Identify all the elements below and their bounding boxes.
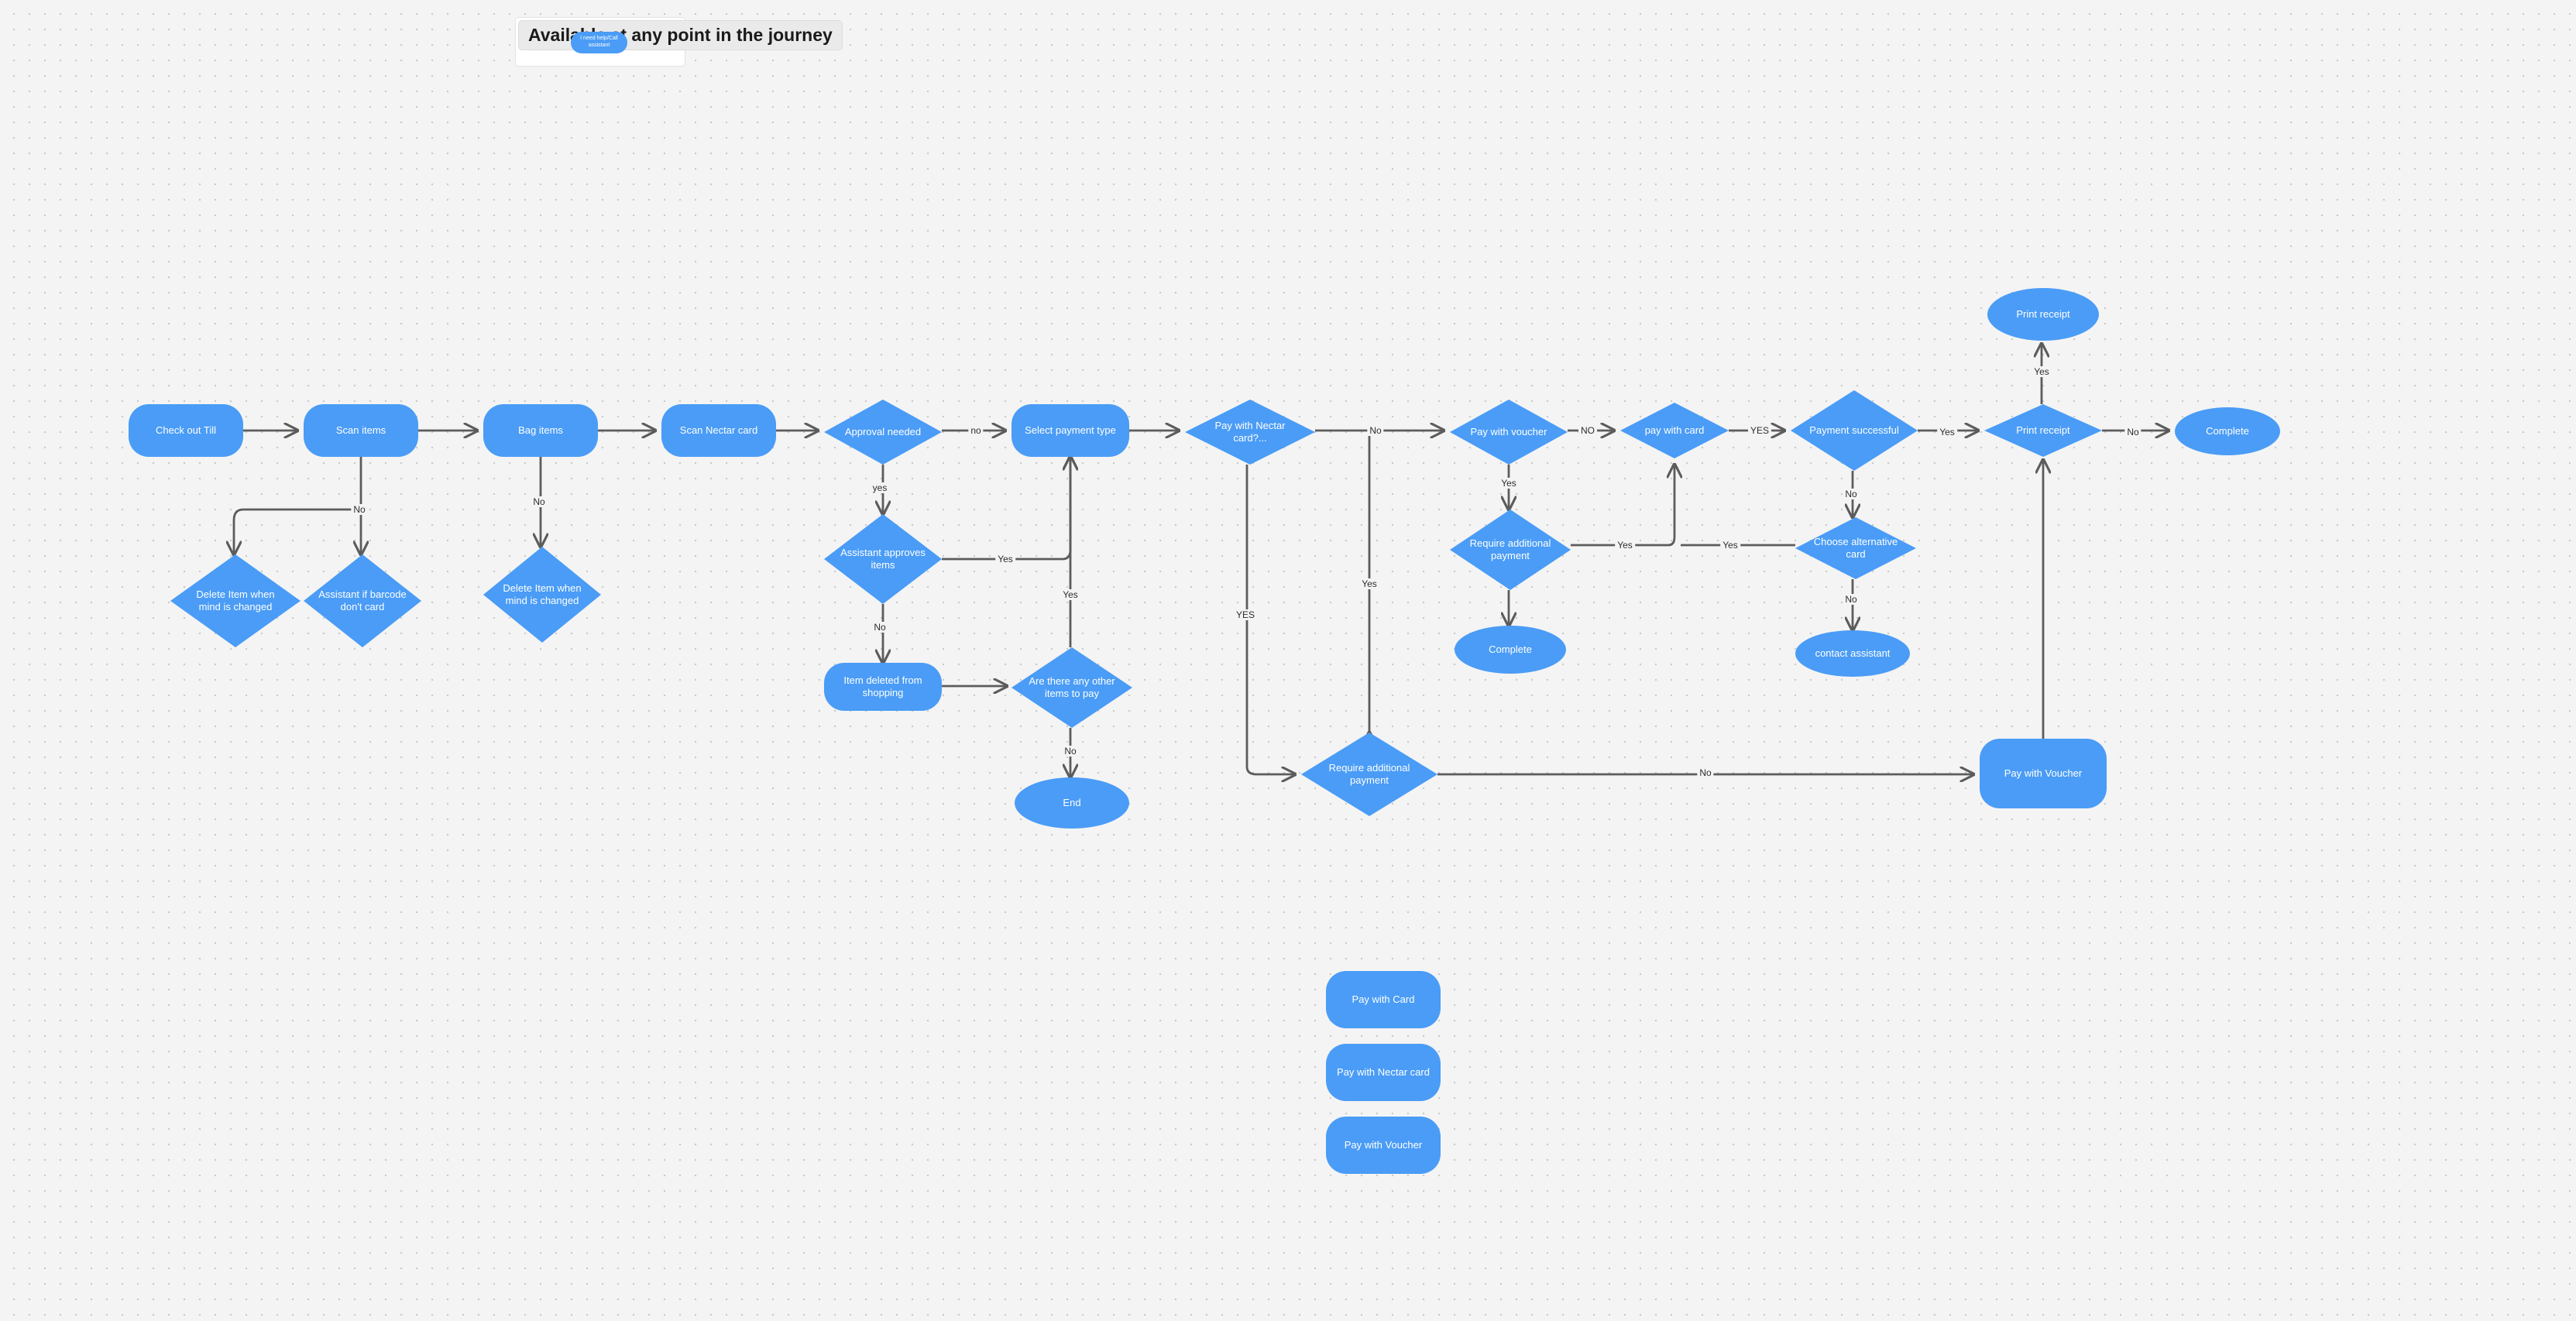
edge-label: No: [1843, 489, 1860, 499]
node-label: Item deleted from shopping: [843, 674, 922, 698]
edge-label: No: [2124, 427, 2142, 437]
node-pay-voucher-legend[interactable]: Pay with Voucher: [1326, 1117, 1441, 1174]
node-label: Payment successful: [1809, 424, 1899, 436]
callout-title: Available at any point in the journey: [518, 20, 843, 50]
node-check-out-till[interactable]: Check out Till: [129, 404, 243, 457]
node-label: Pay with Nectar card: [1337, 1065, 1430, 1078]
node-label: Scan Nectar card: [679, 424, 758, 436]
node-complete-mid[interactable]: Complete: [1455, 626, 1566, 674]
node-pay-with-voucher-node[interactable]: Pay with Voucher: [1980, 739, 2107, 808]
node-label: Require additional payment: [1328, 761, 1410, 786]
node-pay-with-voucher-dec[interactable]: Pay with voucher: [1450, 400, 1568, 465]
node-label: Bag items: [518, 424, 563, 436]
node-delete-item-1[interactable]: Delete Item when mind is changed: [170, 554, 301, 647]
node-label: Print receipt: [2016, 307, 2070, 320]
call-assistant-button[interactable]: I need help/Call assistant: [571, 32, 627, 53]
edge-label: No: [1843, 594, 1860, 605]
node-label: Check out Till: [155, 424, 217, 436]
node-pay-with-card-dec[interactable]: pay with card: [1620, 403, 1729, 458]
node-select-payment-type[interactable]: Select payment type: [1012, 404, 1129, 457]
node-label: pay with card: [1644, 424, 1705, 436]
call-assistant-label: I need help/Call assistant: [580, 36, 618, 48]
node-complete-right[interactable]: Complete: [2175, 407, 2280, 455]
edge-label: no: [968, 425, 984, 436]
node-label: Are there any other items to pay: [1029, 674, 1115, 699]
edge-label: Yes: [1615, 540, 1635, 551]
node-label: Print receipt: [2016, 424, 2070, 436]
edge-label: No: [531, 496, 548, 507]
node-item-deleted[interactable]: Item deleted from shopping: [824, 663, 942, 711]
node-delete-item-2[interactable]: Delete Item when mind is changed: [483, 547, 601, 643]
edge-label: Yes: [1937, 427, 1957, 437]
node-choose-alt-card[interactable]: Choose alternative card: [1795, 517, 1916, 579]
edge-label: No: [351, 504, 368, 515]
edge-label: No: [871, 622, 888, 633]
node-print-receipt-end[interactable]: Print receipt: [1987, 288, 2099, 341]
node-require-add-pay-2[interactable]: Require additional payment: [1301, 733, 1437, 816]
node-scan-items[interactable]: Scan items: [304, 404, 418, 457]
node-pay-nectar-legend[interactable]: Pay with Nectar card: [1326, 1044, 1441, 1101]
node-label: Require additional payment: [1469, 537, 1551, 561]
node-contact-assistant[interactable]: contact assistant: [1795, 630, 1910, 677]
node-print-receipt-dec[interactable]: Print receipt: [1984, 404, 2102, 457]
node-pay-with-card-legend[interactable]: Pay with Card: [1326, 971, 1441, 1028]
node-label: Choose alternative card: [1813, 535, 1898, 560]
node-end-node[interactable]: End: [1015, 777, 1129, 829]
node-bag-items[interactable]: Bag items: [483, 404, 598, 457]
node-label: contact assistant: [1815, 647, 1891, 659]
node-label: Pay with Voucher: [2004, 767, 2083, 779]
edge-label: YES: [1233, 609, 1258, 620]
node-scan-nectar-card[interactable]: Scan Nectar card: [661, 404, 776, 457]
node-label: Complete: [1489, 643, 1532, 655]
edge-label: No: [1367, 425, 1384, 436]
edge-label: yes: [870, 482, 890, 493]
node-label: Delete Item when mind is changed: [503, 582, 582, 606]
node-label: Approval needed: [844, 425, 922, 437]
node-label: Pay with Card: [1352, 993, 1415, 1005]
edge-label: Yes: [2032, 366, 2052, 377]
node-label: Pay with Voucher: [1344, 1138, 1423, 1151]
node-assistant-approves[interactable]: Assistant approves items: [824, 514, 942, 604]
edge-label: Yes: [1060, 589, 1080, 600]
edge-label: Yes: [995, 554, 1015, 564]
node-require-add-pay-1[interactable]: Require additional payment: [1450, 510, 1571, 590]
node-label: Pay with Nectar card?...: [1214, 419, 1286, 444]
node-label: End: [1063, 796, 1081, 808]
edge-label: Yes: [1499, 478, 1519, 489]
node-pay-with-nectar-card[interactable]: Pay with Nectar card?...: [1185, 400, 1315, 465]
edge-label: YES: [1747, 425, 1772, 436]
node-label: Select payment type: [1025, 424, 1116, 436]
edge-label: No: [1062, 746, 1079, 757]
node-label: Pay with voucher: [1470, 425, 1547, 437]
edge-label: No: [1697, 767, 1714, 778]
node-label: Assistant approves items: [840, 546, 926, 571]
node-label: Scan items: [335, 424, 386, 436]
node-label: Complete: [2206, 424, 2249, 437]
node-payment-successful[interactable]: Payment successful: [1791, 390, 1918, 471]
node-assistant-barcode[interactable]: Assistant if barcode don't card: [304, 554, 421, 647]
node-other-items-to-pay[interactable]: Are there any other items to pay: [1012, 647, 1132, 728]
node-label: Assistant if barcode don't card: [318, 588, 407, 612]
edge-label: Yes: [1359, 578, 1379, 589]
edge-label: NO: [1578, 425, 1597, 436]
node-approval-needed[interactable]: Approval needed: [824, 400, 942, 465]
node-label: Delete Item when mind is changed: [196, 588, 275, 612]
edge-label: Yes: [1720, 540, 1740, 551]
